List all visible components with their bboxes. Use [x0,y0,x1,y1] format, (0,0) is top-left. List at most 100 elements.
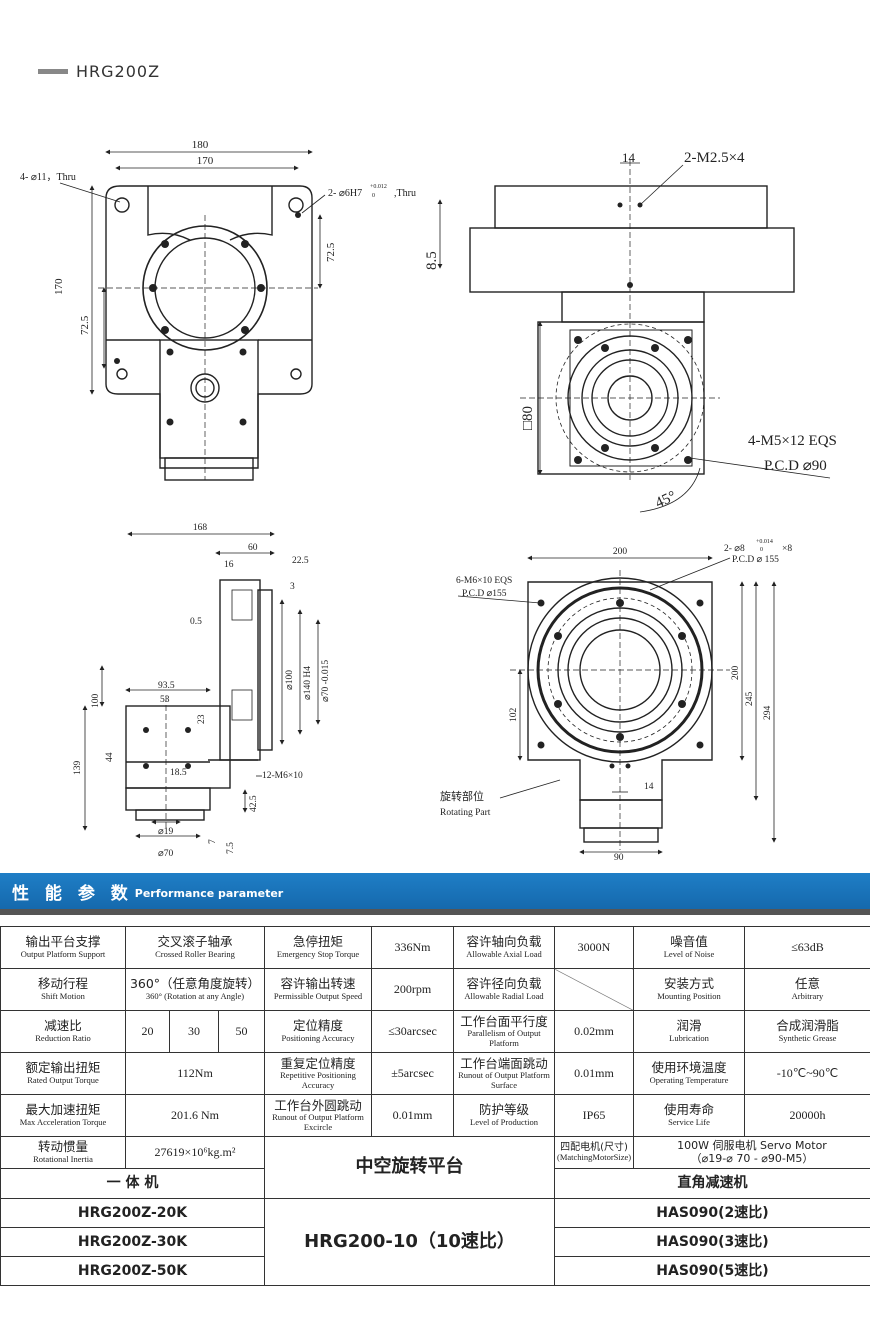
ratio-50: 50 [218,1010,265,1053]
cell-label-en: Allowable Radial Load [464,990,544,1001]
cell-label: 工作台面平行度 [460,1013,548,1029]
cell-label: 额定输出扭矩 [25,1060,101,1076]
cell-label: 工作台端面跳动 [460,1055,548,1071]
cell-label-en: Level of Noise [663,948,715,959]
cell-label-en: (MatchingMotorSize) [557,1152,632,1163]
front-dim-7: 7 [208,839,218,844]
pin-tol-low: 0 [372,193,375,199]
dim-170-v: 170 [53,278,65,295]
model-30k: HRG200Z-30K [0,1227,265,1257]
cell-label: 容许输出转速 [280,976,356,992]
dim-170: 170 [197,155,214,167]
front-dim-0-5: 0.5 [190,617,202,627]
dim-72-5-left: 72.5 [79,315,91,335]
table-row: HRG200Z-50K HAS090(5速比) [0,1256,870,1286]
cell-label: 噪音值 [670,934,708,950]
cell-label-en: Reduction Ratio [35,1032,91,1043]
front-dim-42-5: 42.5 [249,795,259,812]
cell-label: 急停扭矩 [292,934,343,950]
motor-value-spec: （⌀19-⌀ 70 - ⌀90-M5） [690,1151,814,1165]
cell-label: 最大加速扭矩 [25,1102,101,1118]
side-thread: 2-M2.5×4 [684,150,745,166]
cell-label: 转动惯量 [37,1139,88,1155]
product-type: 中空旋转平台 [264,1136,555,1199]
front-dim-168: 168 [193,523,208,533]
cell-value: 200rpm [371,968,454,1011]
bottom-dim-294: 294 [763,706,773,721]
cell-value: 0.02mm [554,1010,634,1053]
front-dim-53: 53 [160,695,170,705]
bottom-pin-depth: ×8 [782,544,792,554]
cell-label: 定位精度 [292,1018,343,1034]
cell-label-en: Runout of Output Platform Surface [458,1069,550,1090]
cell-label-en: Rotational Inertia [33,1153,93,1164]
cell-label: 工作台外圆跳动 [274,1097,362,1113]
cell-value: 交叉滚子轴承 [157,934,233,950]
cell-label: 减速比 [44,1018,82,1034]
side-tap: 4-M5×12 EQS [748,433,837,449]
page-header: HRG200Z [38,62,160,81]
front-dim-44: 44 [105,752,115,762]
cell-value-en: Crossed Roller Bearing [155,948,235,959]
cell-label: 容许轴向负载 [466,934,542,950]
front-tap: 12-M6×10 [262,771,303,781]
hole-note: 4- ⌀11，Thru [20,172,76,183]
side-dim-14: 14 [622,150,636,165]
front-dim-100: 100 [91,694,101,709]
cell-value: 任意 [794,976,820,992]
ratio-20: 20 [125,1010,170,1053]
rotating-part-cn: 旋转部位 [440,789,484,803]
bottom-dim-200-v: 200 [731,666,741,681]
cell-value: 3000N [554,926,634,969]
bottom-dim-102: 102 [509,708,519,723]
front-dim-23: 23 [197,714,207,724]
dim-180: 180 [192,139,209,151]
cell-label: 使用环境温度 [651,1060,727,1076]
cell-label-en: Shift Motion [41,990,85,1001]
side-dim-8-5: 8.5 [424,251,440,270]
bottom-dim-14: 14 [644,782,654,792]
side-square: □80 [520,406,536,430]
pin-tol: +0.012 [370,184,387,190]
center-model: HRG200-10（10速比） [264,1198,555,1286]
cell-label: 润滑 [676,1018,702,1034]
cell-label-en: Permissible Output Speed [273,990,363,1001]
cell-label: 容许径向负载 [466,976,542,992]
cell-value: -10℃~90℃ [744,1052,870,1095]
performance-title-en: Performance parameter [134,887,284,900]
bottom-pin-tol-low: 0 [760,547,763,553]
rotating-part-en: Rotating Part [440,808,491,818]
cell-value: IP65 [554,1094,634,1137]
side-pcd: P.C.D ⌀90 [764,458,827,474]
cell-value: 0.01mm [554,1052,634,1095]
cell-label-en: Parallelism of Output Platform [467,1027,541,1048]
front-dia-140: ⌀140 H4 [303,666,313,700]
cell-value: 201.6 Nm [125,1094,265,1137]
bottom-tap: 6-M6×10 EQS [456,576,512,586]
cell-value: 112Nm [125,1052,265,1095]
cell-value: ≤30arcsec [371,1010,454,1053]
bottom-dim-245: 245 [745,692,755,707]
cell-label: 输出平台支撑 [25,934,101,950]
front-dim-18-5: 18.5 [170,768,187,778]
performance-divider [0,909,870,915]
front-dim-7-5: 7.5 [226,842,236,854]
title-dash [38,69,68,74]
bottom-view [457,555,777,855]
cell-value-en: Arbitrary [791,990,824,1001]
cell-label-en: Allowable Axial Load [466,948,542,959]
cell-value-en: 360° (Rotation at any Angle) [145,990,245,1001]
reducer-5: HAS090(5速比) [554,1256,870,1286]
model-50k: HRG200Z-50K [0,1256,265,1286]
cell-label-en: Repetitive Positioning Accuracy [280,1069,356,1090]
integrated-heading: 一 体 机 [0,1168,265,1199]
reducer-heading: 直角减速机 [554,1168,870,1199]
motor-value: 100W 伺服电机 Servo Motor [677,1138,827,1152]
cell-value: ≤63dB [744,926,870,969]
